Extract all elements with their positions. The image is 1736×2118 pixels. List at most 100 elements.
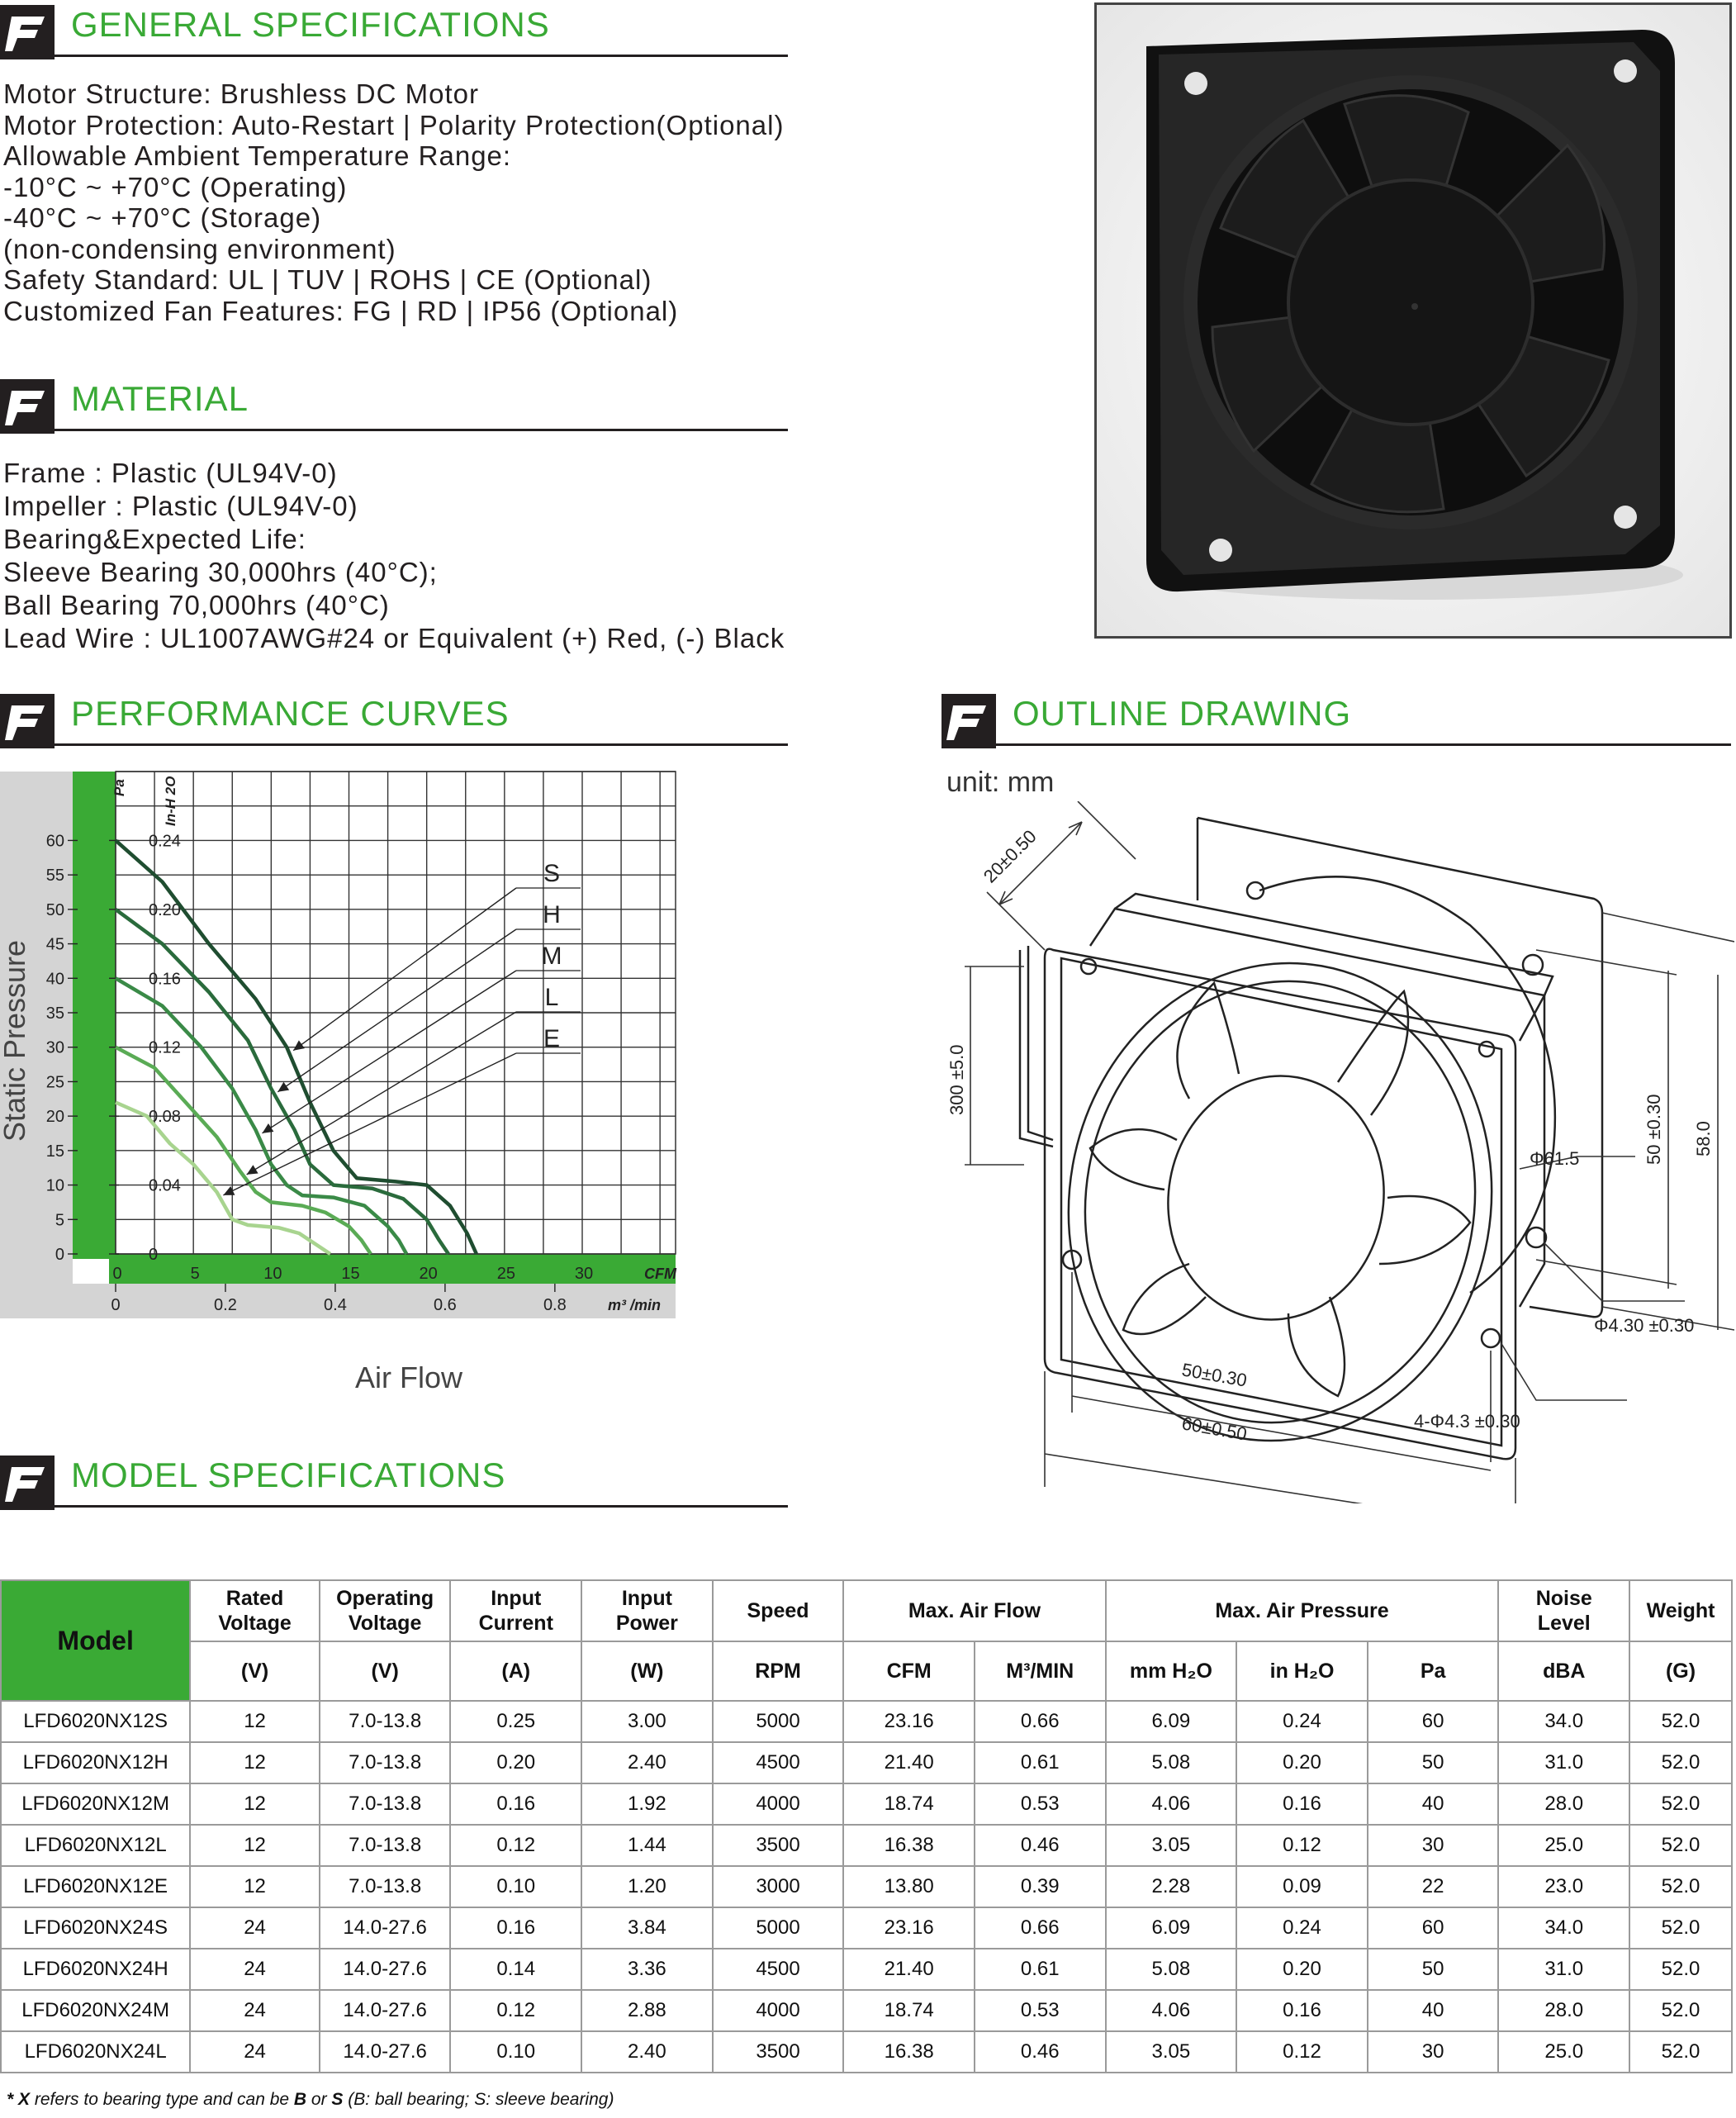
table-cell: 52.0 — [1629, 1783, 1733, 1826]
header-model: Model — [0, 1579, 192, 1702]
brand-logo-icon — [0, 1456, 55, 1510]
spec-line: Safety Standard: UL | TUV | ROHS | CE (O… — [3, 264, 652, 295]
table-cell: 5000 — [711, 1907, 845, 1949]
table-cell: 30 — [1366, 1824, 1500, 1867]
table-cell: 13.80 — [842, 1865, 975, 1908]
table-cell: 0.20 — [1236, 1948, 1368, 1991]
section-title: MODEL SPECIFICATIONS — [71, 1456, 506, 1494]
table-cell: 3.05 — [1104, 2030, 1238, 2073]
table-cell: 0.12 — [449, 1824, 583, 1867]
table-cell: 52.0 — [1629, 1989, 1733, 2032]
table-cell: 0.53 — [973, 1783, 1107, 1826]
y-tick-label-pa: 60 — [46, 832, 64, 850]
x-axis-title: Air Flow — [355, 1361, 463, 1394]
y-unit-inh2o: In-H 2O — [163, 776, 178, 826]
table-cell: 7.0-13.8 — [318, 1865, 452, 1908]
y-axis-title: Static Pressure — [0, 940, 31, 1142]
y-tick-label-pa: 5 — [55, 1211, 64, 1229]
table-cell: 52.0 — [1629, 1824, 1733, 1867]
table-cell: 60 — [1366, 1700, 1500, 1743]
unit-cell: mm H₂O — [1104, 1641, 1238, 1702]
section-rule — [55, 1505, 788, 1508]
brand-logo-icon — [942, 694, 996, 748]
spec-line: -40°C ~ +70°C (Storage) — [3, 202, 322, 233]
x-tick-label-m3: 0.8 — [543, 1296, 567, 1314]
dim-width: 60±0.50 — [1180, 1413, 1249, 1444]
x-tick-label-m3: 0 — [111, 1296, 120, 1314]
table-cell: 28.0 — [1497, 1989, 1631, 2032]
table-cell: 12 — [189, 1741, 320, 1784]
table-cell: 3.05 — [1104, 1824, 1238, 1867]
table-cell: 0.61 — [973, 1948, 1107, 1991]
table-cell: 24 — [189, 1948, 320, 1991]
y-tick-label-pa: 35 — [46, 1004, 64, 1023]
model-cell: LFD6020NX12M — [0, 1783, 192, 1826]
dim-wire: 300 ±5.0 — [946, 1045, 967, 1115]
spec-line: Lead Wire : UL1007AWG#24 or Equivalent (… — [3, 623, 785, 653]
section-header-general: GENERAL SPECIFICATIONS — [0, 0, 788, 59]
general-spec-list: Motor Structure: Brushless DC Motor Moto… — [3, 78, 784, 326]
section-title: GENERAL SPECIFICATIONS — [71, 5, 550, 44]
table-cell: 30 — [1366, 2030, 1500, 2073]
dim-phi-frame: Φ61.5 — [1530, 1148, 1579, 1169]
table-cell: 28.0 — [1497, 1783, 1631, 1826]
table-cell: 0.16 — [449, 1783, 583, 1826]
x-tick-label-cfm: 0 — [112, 1265, 121, 1283]
series-line — [114, 908, 450, 1256]
table-cell: 1.20 — [581, 1865, 714, 1908]
table-cell: 40 — [1366, 1783, 1500, 1826]
spec-line: Customized Fan Features: FG | RD | IP56 … — [3, 295, 679, 326]
table-cell: 7.0-13.8 — [318, 1783, 452, 1826]
model-cell: LFD6020NX12H — [0, 1741, 192, 1784]
section-header-material: MATERIAL — [0, 374, 788, 434]
model-cell: LFD6020NX24S — [0, 1907, 192, 1949]
spec-line: Motor Structure: Brushless DC Motor — [3, 78, 479, 109]
table-cell: 12 — [189, 1865, 320, 1908]
table-cell: 6.09 — [1104, 1700, 1238, 1743]
table-cell: 40 — [1366, 1989, 1500, 2032]
y-tick-label-pa: 25 — [46, 1073, 64, 1091]
series-leader-arrow — [246, 1165, 259, 1175]
y-tick-label-inh2o: 0.20 — [149, 901, 181, 919]
unit-cell: Pa — [1366, 1641, 1500, 1702]
spec-line: (non-condensing environment) — [3, 233, 396, 264]
spec-line: Bearing&Expected Life: — [3, 524, 306, 554]
series-label: E — [543, 1025, 560, 1052]
table-cell: 24 — [189, 1989, 320, 2032]
x-tick-label-cfm: 15 — [341, 1265, 359, 1283]
x-unit-m3: m³ /min — [608, 1297, 661, 1313]
series-leader-arrow — [223, 1186, 235, 1195]
y-tick-label-pa: 45 — [46, 936, 64, 954]
table-cell: 50 — [1366, 1741, 1500, 1784]
table-cell: 14.0-27.6 — [318, 1907, 452, 1949]
table-cell: 52.0 — [1629, 2030, 1733, 2073]
table-cell: 0.46 — [973, 2030, 1107, 2073]
table-cell: 0.12 — [1236, 2030, 1368, 2073]
x-tick-label-cfm: 10 — [263, 1265, 282, 1283]
footnote: * X refers to bearing type and can be B … — [7, 2090, 614, 2109]
table-cell: 0.24 — [1236, 1907, 1368, 1949]
y-unit-pa: Pa — [111, 779, 127, 796]
spec-line: Allowable Ambient Temperature Range: — [3, 140, 512, 171]
series-line — [114, 1045, 372, 1256]
table-cell: 16.38 — [842, 2030, 975, 2073]
table-cell: 0.12 — [449, 1989, 583, 2032]
table-cell: 24 — [189, 1907, 320, 1949]
y-tick-label-pa: 55 — [46, 867, 64, 885]
table-cell: 2.28 — [1104, 1865, 1238, 1908]
table-cell: 16.38 — [842, 1824, 975, 1867]
performance-chart: 6055504540353025201510500.240.200.160.12… — [0, 771, 677, 1394]
spec-line: Ball Bearing 70,000hrs (40°C) — [3, 590, 390, 620]
section-header-performance: PERFORMANCE CURVES — [0, 689, 788, 748]
series-leader-arrow — [277, 1081, 290, 1092]
table-cell: 24 — [189, 2030, 320, 2073]
y-tick-label-inh2o: 0.24 — [149, 832, 181, 850]
outline-drawing: 20±0.50 300 ±5.0 Φ61.5 50 ±0.30 58.0 Φ4.… — [946, 801, 1734, 1503]
table-cell: 52.0 — [1629, 1741, 1733, 1784]
table-cell: 12 — [189, 1700, 320, 1743]
